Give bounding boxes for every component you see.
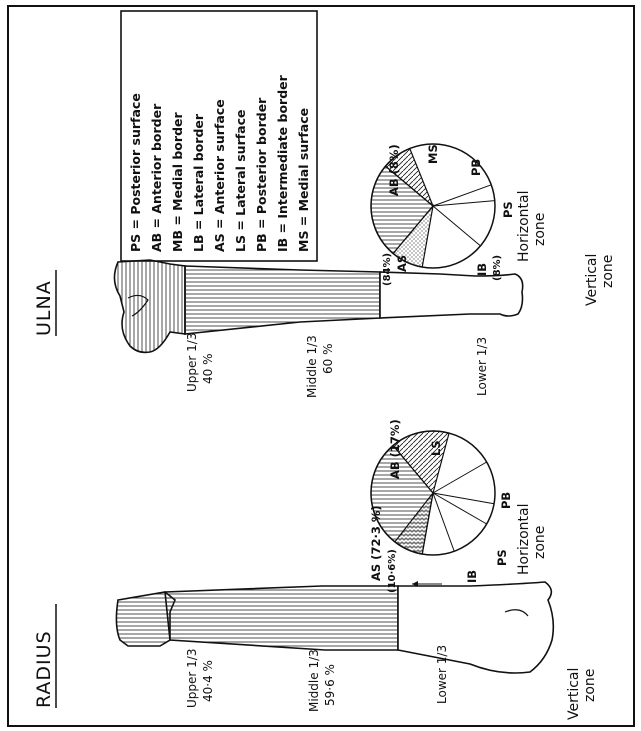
radius-pie-ps-label: PS [495,549,509,566]
radius-upper-label-page: Upper 1/3 40·4 % [185,649,215,708]
radius-middle-third-page [165,586,398,650]
legend-entry: MS = Medial surface [296,108,311,252]
legend-entry: IB = Intermediate border [275,74,290,252]
svg-text:40 %: 40 % [201,354,215,385]
radius-horizontal-zone: Horizontal zone [516,504,548,575]
svg-text:Vertical: Vertical [584,254,600,306]
radius-bone-page [116,582,553,673]
ulna-pie-ps-label: PS [501,201,515,218]
ulna-pie-as-pct-label: (84%) [382,253,393,286]
ulna-title-page: ULNA [33,280,55,336]
ulna-upper-third-page [114,260,185,352]
legend-entry: PB = Posterior border [254,97,269,252]
radius-pie-ab-label: AB (17%) [388,419,402,479]
legend-entry: LB = Lateral border [191,113,206,252]
ulna-pie-ab-label: AB (8%) [387,144,401,196]
ulna-pie-ib-pct-label: (8%) [492,255,503,281]
ulna-pie-ib-label: IB [475,263,489,276]
svg-text:Upper 1/3: Upper 1/3 [185,333,199,392]
svg-text:Horizontal: Horizontal [516,504,532,575]
radius-pie-ib-label: IB [465,570,479,583]
radius-lower-label-page: Lower 1/3 [435,645,449,704]
svg-text:Lower 1/3: Lower 1/3 [475,337,489,396]
svg-text:60 %: 60 % [321,344,335,375]
ulna-middle-third-page [185,266,380,334]
radius-middle-label-page: Middle 1/3 59·6 % [307,649,337,712]
ulna-pie-as-label: AS [395,255,409,272]
legend-entry: PS = Posterior surface [128,93,143,252]
legend-entry: MB = Medial border [170,112,185,252]
radius-pie-ib-pct-label: (10·6%) [387,549,398,593]
radius-lower-third-page [398,582,553,673]
radius-title-page: RADIUS [33,630,55,708]
ulna-lower-label-page: Lower 1/3 [475,337,489,396]
radius-pie-as-label: AS (72·3 %) [369,505,383,581]
svg-text:zone: zone [532,526,548,559]
legend-entry: AB = Anterior border [149,103,164,252]
svg-text:Horizontal: Horizontal [516,191,532,262]
svg-text:Lower 1/3: Lower 1/3 [435,645,449,704]
svg-text:Vertical: Vertical [566,668,582,720]
radius-vertical-zone: Vertical zone [566,668,598,720]
ulna-upper-label-page: Upper 1/3 40 % [185,333,215,392]
ulna-middle-label-page: Middle 1/3 60 % [305,335,335,398]
ulna-pie-ms-label: MS [426,144,440,164]
svg-text:Middle 1/3: Middle 1/3 [307,649,321,712]
svg-text:40·4 %: 40·4 % [201,660,215,702]
ulna-vertical-zone: Vertical zone [584,254,616,306]
svg-text:zone: zone [582,669,598,702]
legend-entry: LS = Lateral surface [233,110,248,253]
svg-text:zone: zone [532,213,548,246]
ulna-pie-pb-label: PB [469,159,483,176]
svg-text:Upper 1/3: Upper 1/3 [185,649,199,708]
legend-entry: AS = Anterior surface [212,99,227,252]
svg-text:zone: zone [600,255,616,288]
radius-pie-ls-label: LS [429,440,443,456]
svg-text:59·6 %: 59·6 % [323,664,337,706]
radius-pie-pb-label: PB [499,492,513,509]
ulna-horizontal-zone: Horizontal zone [516,191,548,262]
svg-text:Middle 1/3: Middle 1/3 [305,335,319,398]
